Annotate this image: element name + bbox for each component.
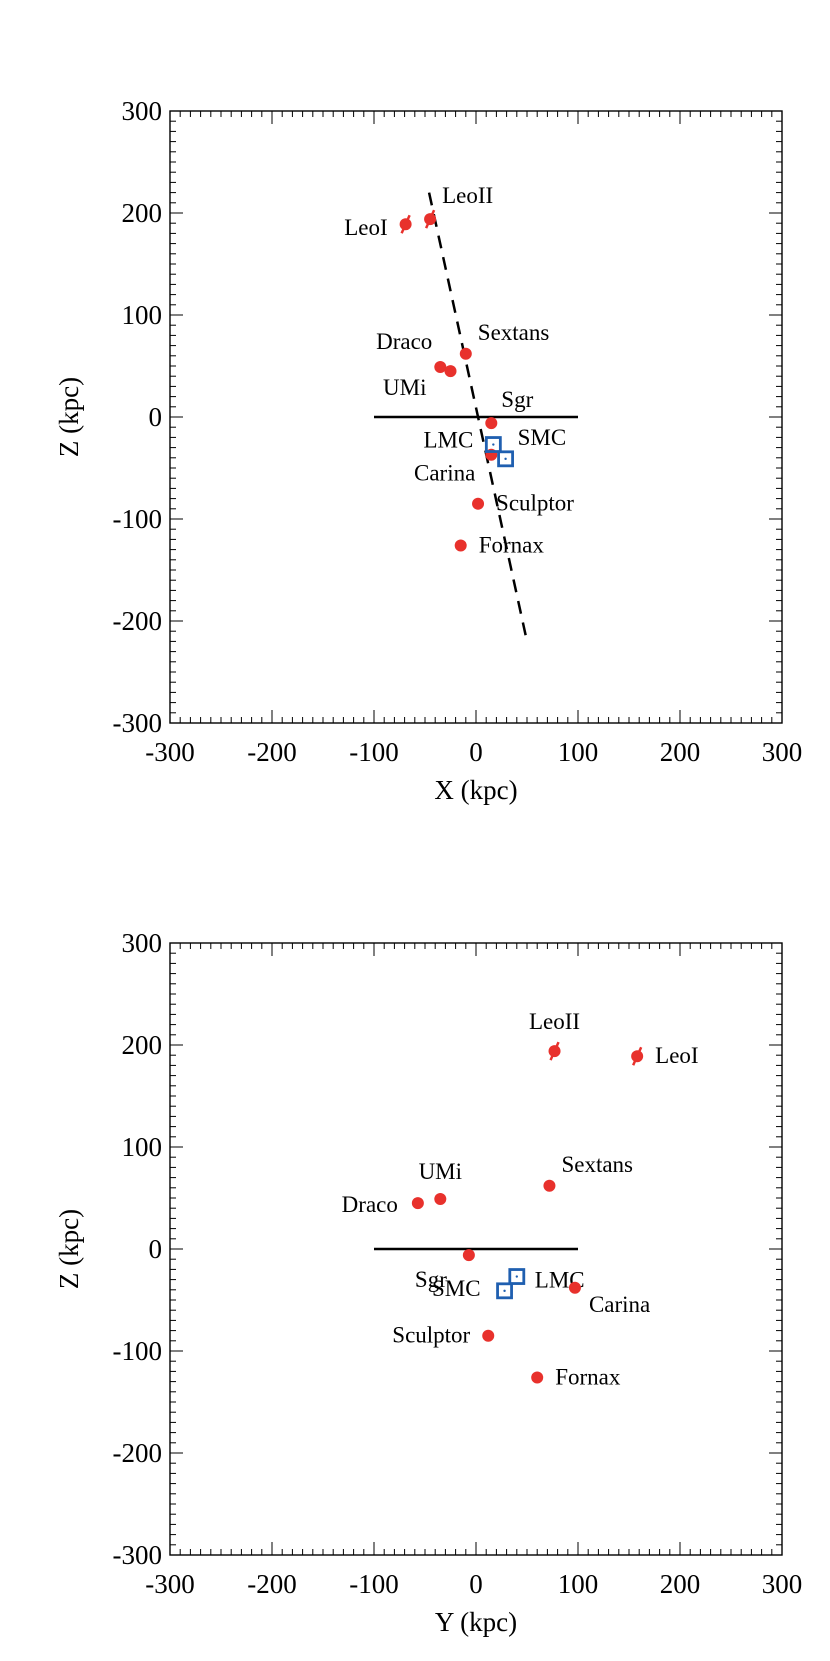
label-leoi: LeoI: [655, 1043, 698, 1068]
point-carina: [568, 1281, 581, 1294]
point-sculptor: [472, 497, 485, 510]
panel-yz: -300 -200 -100 0 100 200 300 -300 -200 -100 0 100 20…: [54, 928, 802, 1637]
label-umi: UMi: [383, 375, 426, 400]
x-tick-label: -100: [349, 737, 399, 767]
point-leoii: [424, 213, 437, 226]
y-tick-label: -100: [113, 1336, 163, 1366]
label-sextans: Sextans: [561, 1152, 633, 1177]
x-tick-label: 200: [660, 737, 701, 767]
label-sextans: Sextans: [478, 320, 550, 345]
y-axis-title: Z (kpc): [54, 1209, 84, 1289]
y-tick-label: -100: [113, 504, 163, 534]
label-carina: Carina: [414, 461, 475, 486]
y-tick-label: -300: [113, 1540, 163, 1570]
y-tick-label: 0: [149, 402, 163, 432]
point-umi: [444, 365, 457, 378]
y-tick-label: 200: [122, 198, 163, 228]
point-draco: [434, 361, 447, 374]
x-tick-label: 300: [762, 737, 803, 767]
marker-center-smc: [503, 1289, 506, 1293]
label-fornax: Fornax: [479, 533, 545, 558]
x-axis-title: X (kpc): [434, 775, 517, 805]
x-tick-label: 100: [558, 1569, 599, 1599]
label-umi: UMi: [419, 1159, 462, 1184]
x-tick-label: 200: [660, 1569, 701, 1599]
y-tick-label: 100: [122, 1132, 163, 1162]
x-tick-label: -300: [145, 737, 195, 767]
x-tick-label: -200: [247, 737, 297, 767]
label-sculptor: Sculptor: [392, 1323, 470, 1348]
label-smc: SMC: [432, 1276, 481, 1301]
marker-lmc: [508, 1268, 526, 1285]
label-sculptor: Sculptor: [496, 491, 574, 516]
point-leoi: [631, 1050, 644, 1063]
y-tick-label: 300: [122, 928, 163, 958]
point-sgr: [485, 417, 498, 430]
y-tick-label: 300: [122, 96, 163, 126]
x-tick-label: -200: [247, 1569, 297, 1599]
point-fornax: [454, 539, 467, 552]
point-sculptor: [482, 1329, 495, 1342]
marker-lmc: [484, 436, 502, 453]
y-axis-title: Z (kpc): [54, 377, 84, 457]
marker-center-smc: [504, 457, 507, 461]
label-draco: Draco: [342, 1192, 398, 1217]
label-smc: SMC: [518, 425, 567, 450]
x-tick-label: 0: [469, 737, 483, 767]
point-leoi: [399, 218, 412, 231]
x-tick-label: 0: [469, 1569, 483, 1599]
marker-center-lmc: [515, 1275, 518, 1278]
y-tick-label: 100: [122, 300, 163, 330]
label-leoii: LeoII: [529, 1009, 580, 1034]
label-fornax: Fornax: [555, 1365, 621, 1390]
point-umi: [434, 1193, 447, 1206]
y-tick-label: -200: [113, 606, 163, 636]
label-sgr: Sgr: [415, 1267, 447, 1292]
label-draco: Draco: [376, 329, 432, 354]
x-tick-label: -100: [349, 1569, 399, 1599]
marker-smc: [497, 450, 514, 468]
x-axis-title: Y (kpc): [435, 1607, 517, 1637]
x-tick-label: -300: [145, 1569, 195, 1599]
point-fornax: [531, 1371, 544, 1384]
point-leoii: [548, 1045, 561, 1058]
marker-center-lmc: [492, 443, 495, 446]
label-lmc: LMC: [423, 428, 473, 453]
label-leoi: LeoI: [344, 215, 387, 240]
y-tick-label: 0: [149, 1234, 163, 1264]
point-sextans: [459, 347, 472, 360]
x-tick-label: 100: [558, 737, 599, 767]
y-tick-label: 200: [122, 1030, 163, 1060]
label-leoii: LeoII: [442, 183, 493, 208]
label-sgr: Sgr: [501, 387, 533, 412]
plane-fit-dashed-line: [427, 192, 529, 642]
point-sextans: [543, 1179, 556, 1192]
point-draco: [411, 1197, 424, 1210]
y-tick-label: -300: [113, 708, 163, 738]
x-tick-label: 300: [762, 1569, 803, 1599]
panel-xz: -300 -200 -100 0 100 200 300 -300 -200 -100 0 100 20…: [54, 96, 802, 805]
point-sgr: [462, 1249, 475, 1262]
y-tick-label: -200: [113, 1438, 163, 1468]
label-carina: Carina: [589, 1292, 650, 1317]
marker-smc: [496, 1282, 513, 1300]
